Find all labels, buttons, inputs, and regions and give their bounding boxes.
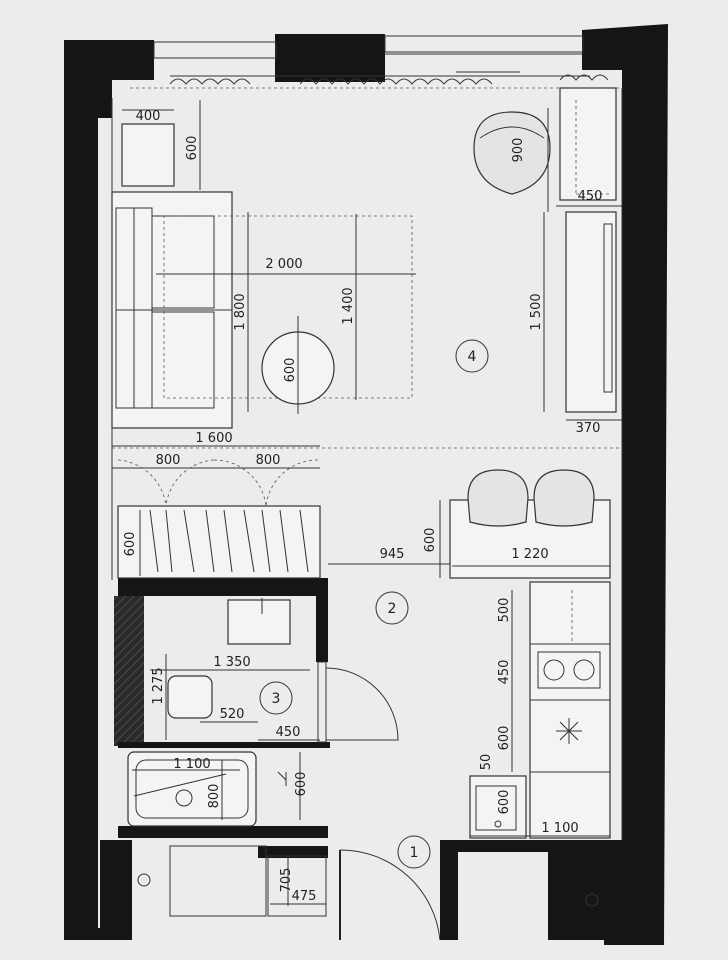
dim-armchair-depth: 900 <box>511 138 526 163</box>
room-3-marker: 3 <box>259 681 293 715</box>
corner-cabinet: 400 600 <box>121 100 201 190</box>
dim-kitchen-module-3: 600 <box>497 726 512 751</box>
washbasin <box>227 599 291 645</box>
tv-wall-unit: 1 500 370 <box>529 211 622 436</box>
bath-partition-bottom <box>118 742 330 748</box>
kitchen-end-wall <box>456 840 606 852</box>
toilet-icon <box>167 675 213 719</box>
room-2-number: 2 <box>388 601 397 617</box>
dim-wardrobe-depth: 600 <box>123 532 138 557</box>
bath-partition-tub <box>118 826 328 838</box>
entry-wall-left <box>100 840 132 930</box>
sofa-bed: 2 000 1 800 1 400 <box>111 191 416 429</box>
extractor-icon <box>556 718 582 744</box>
room-3-number: 3 <box>272 691 281 707</box>
dim-kitchen-gap: 50 <box>479 754 494 771</box>
bathtub: 1 100 800 <box>127 751 257 827</box>
corner-shelf: 450 <box>556 87 622 207</box>
bar-stool-left <box>467 469 529 527</box>
bath-partition-top <box>118 578 328 596</box>
dim-bar-length: 1 220 <box>511 547 548 562</box>
dim-sink-depth: 600 <box>497 790 512 815</box>
dim-sofa-length: 1 800 <box>233 293 248 330</box>
dim-kitchen-module-2: 450 <box>497 660 512 685</box>
dim-window-niche-depth: 600 <box>185 136 200 161</box>
dim-wardrobe-door-left: 800 <box>156 453 181 468</box>
dim-vanity-width: 520 <box>220 707 245 722</box>
dim-niche-depth: 705 <box>279 868 294 893</box>
dim-kitchen-module-1: 500 <box>497 598 512 623</box>
dim-wall-unit-length: 1 500 <box>529 293 544 330</box>
room-4-number: 4 <box>468 349 477 365</box>
dim-table-diameter: 600 <box>283 358 298 383</box>
dim-bathtub-length: 1 100 <box>173 757 210 772</box>
armchair: 900 <box>473 108 551 212</box>
dim-toilet-depth: 600 <box>294 772 309 797</box>
entry-niche: 705 475 <box>137 845 599 917</box>
bathroom-door-swing <box>325 667 399 741</box>
niche-wall <box>258 846 328 858</box>
entry-wall-right <box>440 840 458 940</box>
walls <box>64 24 668 945</box>
bar-counter: 945 600 1 220 <box>328 469 611 579</box>
wardrobe: 1 600 800 800 600 <box>112 431 321 579</box>
dim-bath-width: 1 350 <box>213 655 250 670</box>
dim-niche-width: 475 <box>292 889 317 904</box>
window-frame <box>130 35 622 89</box>
room-4-marker: 4 <box>455 339 489 373</box>
bath-wall-hatched <box>114 596 144 746</box>
bath-partition-right <box>316 590 328 662</box>
entry-wall-far-right <box>548 852 604 940</box>
dim-bar-depth: 600 <box>423 528 438 553</box>
top-wall-pier-mid <box>275 34 385 82</box>
kitchen: 500 450 600 50 600 1 100 <box>469 581 611 839</box>
dim-wardrobe-total: 1 600 <box>195 431 232 446</box>
dim-window-niche-width: 400 <box>136 109 161 124</box>
dim-bed-length: 2 000 <box>265 257 302 272</box>
dim-bath-depth: 1 275 <box>151 667 166 704</box>
room-1-number: 1 <box>410 845 419 861</box>
bathroom: 1 350 1 275 520 450 600 <box>150 598 399 820</box>
dim-shelf-width: 450 <box>578 189 603 204</box>
dim-wardrobe-door-right: 800 <box>256 453 281 468</box>
dim-toilet-width: 450 <box>276 725 301 740</box>
coffee-table: 600 <box>261 316 335 414</box>
bar-stool-right <box>533 469 595 527</box>
dim-wall-unit-depth: 370 <box>576 421 601 436</box>
dim-bathtub-width: 800 <box>207 784 222 809</box>
top-wall-pier-left <box>112 40 154 80</box>
right-wall <box>582 24 668 945</box>
entrance-door: 1 <box>339 835 441 941</box>
left-wall <box>64 40 132 940</box>
dim-passage-width: 945 <box>380 547 405 562</box>
dim-bed-width: 1 400 <box>341 287 356 324</box>
room-2-marker: 2 <box>375 591 409 625</box>
dim-kitchen-counter: 1 100 <box>541 821 578 836</box>
curtain <box>169 74 609 85</box>
cooktop-icon <box>537 651 601 689</box>
shower-icon <box>277 771 287 786</box>
